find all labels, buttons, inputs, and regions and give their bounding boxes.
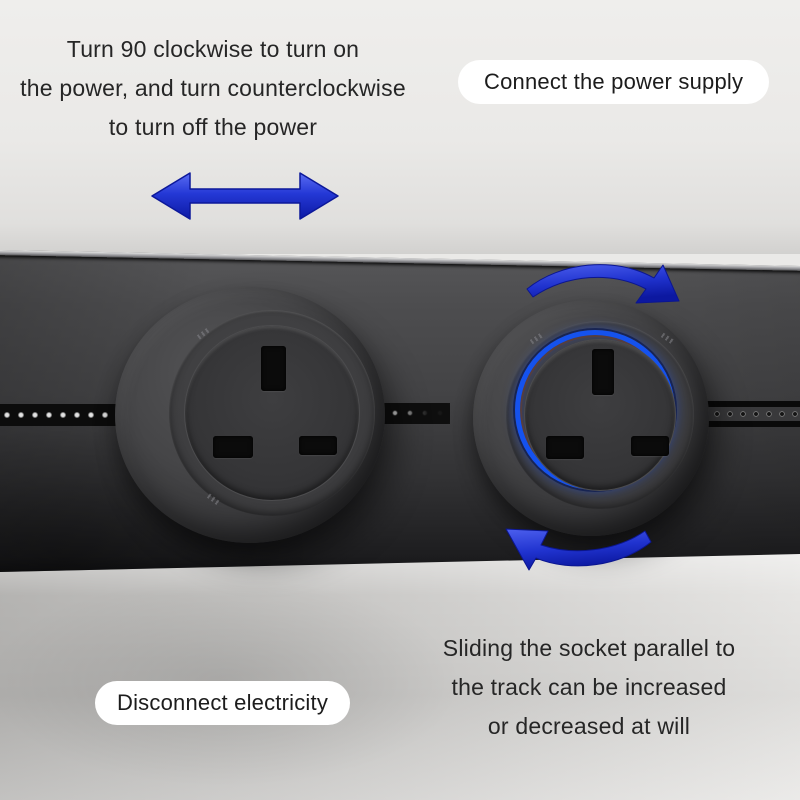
instruction-rotate-line: Turn 90 clockwise to turn on — [66, 36, 360, 62]
socket-left-earth-pin-hole — [261, 346, 286, 391]
track-contact-strip-right — [698, 401, 800, 427]
label-connect-power-supply: Connect the power supply — [458, 60, 770, 104]
socket-left-off — [115, 287, 385, 543]
socket-right-molded-mark — [660, 332, 675, 345]
socket-right-live-pin-hole — [546, 436, 584, 459]
socket-right-on — [473, 300, 709, 536]
instruction-rotate-line: the power, and turn counterclockwise — [20, 75, 406, 101]
instruction-rotate-line: to turn off the power — [108, 114, 318, 140]
label-disconnect-electricity: Disconnect electricity — [95, 681, 351, 725]
socket-left-face — [184, 325, 360, 501]
instruction-slide-line: the track can be increased — [451, 674, 727, 700]
track-contact-strip-left — [0, 404, 120, 426]
instruction-slide-line: Sliding the socket parallel to — [442, 635, 736, 661]
socket-right-neutral-pin-hole — [631, 436, 669, 456]
socket-left-live-pin-hole — [213, 436, 253, 458]
socket-left-neutral-pin-hole — [299, 436, 337, 455]
socket-right-earth-pin-hole — [592, 349, 614, 395]
track-contact-strip-middle — [372, 403, 450, 424]
shelf-background — [0, 538, 800, 800]
socket-right-face — [524, 339, 676, 491]
instruction-rotate: Turn 90 clockwise to turn on the power, … — [8, 30, 418, 147]
instruction-slide-line: or decreased at will — [487, 713, 691, 739]
instruction-slide: Sliding the socket parallel to the track… — [402, 629, 776, 746]
wall-background — [0, 0, 800, 254]
